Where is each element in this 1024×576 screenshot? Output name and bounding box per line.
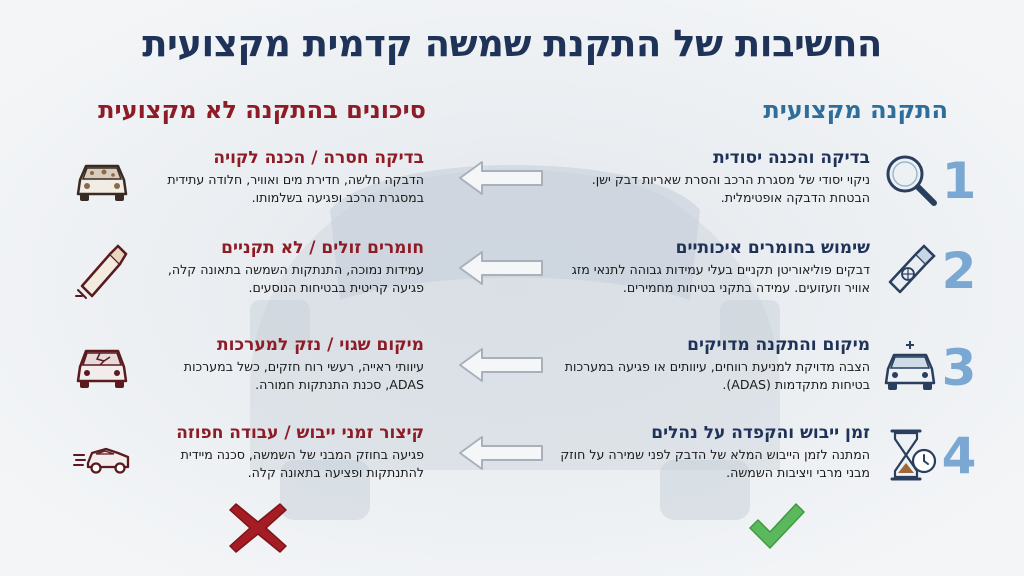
risk-item-description: עיוותי ראייה, רעשי רוח חזקים, כשל במערכו… (183, 359, 424, 392)
comparison-row-2: 2 שימוש בחומרים איכותיים דבקים פוליאוריט… (0, 238, 1024, 328)
risk-item-title: חומרים זולים / לא תקניים (221, 238, 424, 258)
professional-item-description: המתנה לזמן הייבוש המלא של הדבק לפני שמיר… (560, 447, 870, 480)
comparison-row-4: 4 זמן ייבוש והקפדה על נהלים המתנה לזמן ה… (0, 423, 1024, 513)
professional-item-title: מיקום והתקנה מדויקים (687, 335, 870, 355)
cross-mark-icon (228, 500, 288, 554)
page-title: החשיבות של התקנת שמשה קדמית מקצועית (142, 22, 882, 65)
risk-item-title: קיצור זמני ייבוש / עבודה חפוזה (176, 423, 424, 443)
risk-item-title: בדיקה חסרה / הכנה לקויה (213, 148, 424, 168)
adhesive-tube-icon (880, 240, 940, 300)
step-number: 3 (941, 339, 977, 397)
risk-item-description: עמידות נמוכה, התנתקות השמשה בתאונה קלה, … (167, 262, 424, 295)
professional-item: זמן ייבוש והקפדה על נהלים המתנה לזמן היי… (552, 423, 870, 482)
dirty-car-icon (72, 150, 132, 210)
hourglass-clock-icon (880, 425, 940, 485)
risk-item: קיצור זמני ייבוש / עבודה חפוזה פגיעה בחו… (144, 423, 424, 482)
arrow-left-icon (456, 248, 548, 288)
professional-item-title: זמן ייבוש והקפדה על נהלים (651, 423, 870, 443)
step-number: 4 (941, 427, 977, 485)
professional-item: מיקום והתקנה מדויקים הצבה מדויקת למניעת … (552, 335, 870, 394)
magnifier-icon (880, 150, 940, 210)
step-number: 1 (941, 152, 977, 210)
risk-item: מיקום שגוי / נזק למערכות עיוותי ראייה, ר… (144, 335, 424, 394)
risk-item-title: מיקום שגוי / נזק למערכות (217, 335, 424, 355)
risk-item-description: פגיעה בחוזק המבני של השמשה, סכנה מיידית … (180, 447, 424, 480)
professional-item-title: שימוש בחומרים איכותיים (675, 238, 870, 258)
professional-item-description: דבקים פוליאוריטן תקניים בעלי עמידות גבוה… (571, 262, 870, 295)
risk-item-description: הדבקה חלשה, חדירת מים ואוויר, חלודה עתיד… (167, 172, 424, 205)
comparison-row-3: 3 מיקום והתקנה מדויקים הצבה מדויקת למניע… (0, 335, 1024, 425)
arrow-left-icon (456, 158, 548, 198)
professional-item: בדיקה והכנה יסודית ניקוי יסודי של מסגרת … (552, 148, 870, 207)
professional-item-title: בדיקה והכנה יסודית (713, 148, 870, 168)
professional-column-heading: התקנה מקצועית (763, 96, 948, 124)
check-mark-icon (746, 500, 806, 554)
professional-item-description: ניקוי יסודי של מסגרת הרכב והסרת שאריות ד… (591, 172, 870, 205)
risk-item: בדיקה חסרה / הכנה לקויה הדבקה חלשה, חדיר… (144, 148, 424, 207)
comparison-row-1: 1 בדיקה והכנה יסודית ניקוי יסודי של מסגר… (0, 148, 1024, 238)
professional-item: שימוש בחומרים איכותיים דבקים פוליאוריטן … (552, 238, 870, 297)
risk-item: חומרים זולים / לא תקניים עמידות נמוכה, ה… (144, 238, 424, 297)
car-front-icon (880, 337, 940, 397)
cheap-glue-icon (72, 240, 132, 300)
risks-column-heading: סיכונים בהתקנה לא מקצועית (98, 96, 426, 124)
arrow-left-icon (456, 345, 548, 385)
arrow-left-icon (456, 433, 548, 473)
professional-item-description: הצבה מדויקת למניעת רווחים, עיוותים או פג… (564, 359, 870, 392)
speeding-car-icon (72, 425, 132, 485)
cracked-windshield-icon (72, 337, 132, 397)
step-number: 2 (941, 242, 977, 300)
